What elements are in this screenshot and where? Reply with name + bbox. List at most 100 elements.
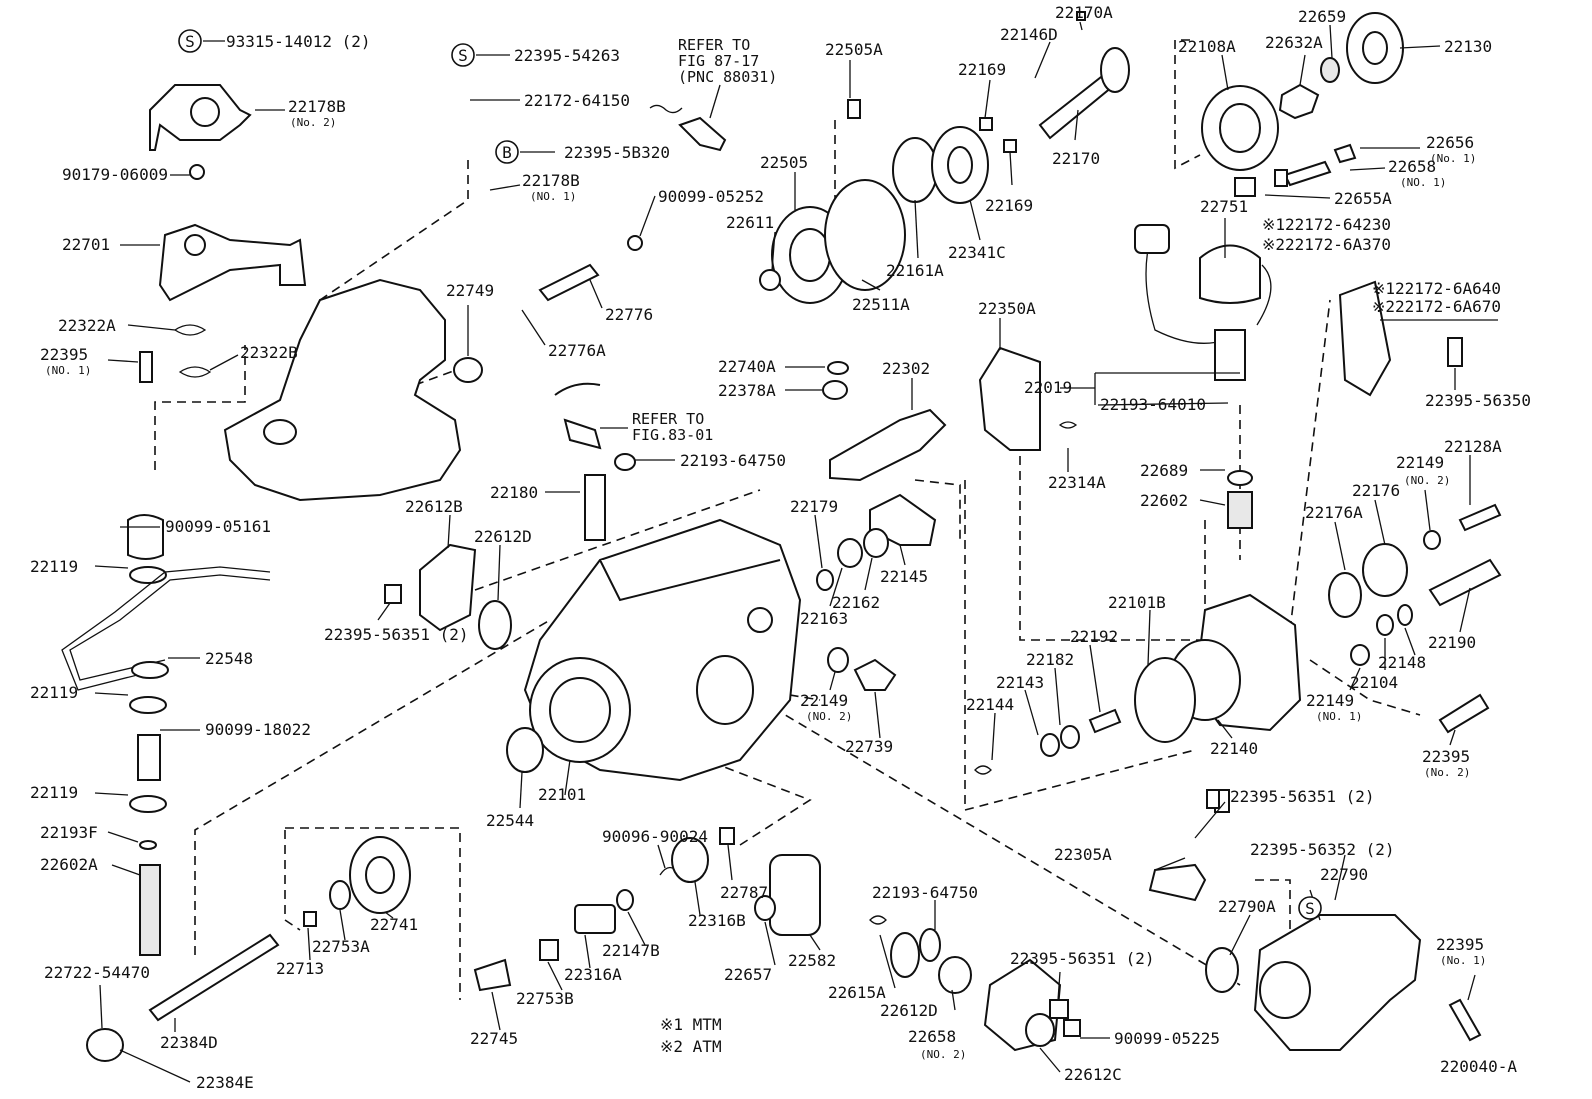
label-22611: 22611 <box>726 213 774 232</box>
label-22615a: 22615A <box>828 983 886 1002</box>
refer-fig-87-17-line1: REFER TO <box>678 36 750 54</box>
label-22395-56351-c: 22395-56351 (2) <box>1010 949 1155 968</box>
label-22544: 22544 <box>486 811 534 830</box>
label-22145: 22145 <box>880 567 928 586</box>
legend-note-1: ※1 MTM <box>660 1015 722 1034</box>
mark-s-3: S <box>1305 899 1315 918</box>
label-22745: 22745 <box>470 1029 518 1048</box>
label-22172-6a640: ※122172-6A640 <box>1372 279 1501 298</box>
legend-note-2: ※2 ATM <box>660 1037 722 1056</box>
label-22130: 22130 <box>1444 37 1492 56</box>
label-22395-no1-a-sub: (NO. 1) <box>45 364 91 377</box>
label-22193f: 22193F <box>40 823 98 842</box>
label-22505: 22505 <box>760 153 808 172</box>
label-22179: 22179 <box>790 497 838 516</box>
label-22602: 22602 <box>1140 491 1188 510</box>
label-22149-no1: 22149 <box>1306 691 1354 710</box>
refer-fig-83-01-line2: FIG.83-01 <box>632 426 713 444</box>
label-22612b: 22612B <box>405 497 463 516</box>
circle-markers: S S B S <box>178 29 1322 920</box>
label-22776a: 22776A <box>548 341 606 360</box>
refer-fig-87-17-line3: (PNC 88031) <box>678 68 777 86</box>
label-22790: 22790 <box>1320 865 1368 884</box>
label-90179-06009: 90179-06009 <box>62 165 168 184</box>
label-22128a: 22128A <box>1444 437 1502 456</box>
figure-code: 220040-A <box>1440 1057 1517 1076</box>
label-22713: 22713 <box>276 959 324 978</box>
label-22741: 22741 <box>370 915 418 934</box>
label-22178b-no1: 22178B <box>522 171 580 190</box>
leader-lines <box>94 21 1498 1083</box>
label-22659: 22659 <box>1298 7 1346 26</box>
label-22170a: 22170A <box>1055 3 1113 22</box>
label-22146d: 22146D <box>1000 25 1058 44</box>
label-22612c: 22612C <box>1064 1065 1122 1084</box>
label-22144: 22144 <box>966 695 1014 714</box>
label-22612d: 22612D <box>474 527 532 546</box>
label-22505a: 22505A <box>825 40 883 59</box>
label-22384d: 22384D <box>160 1033 218 1052</box>
label-22147b: 22147B <box>602 941 660 960</box>
label-90099-05225: 90099-05225 <box>1114 1029 1220 1048</box>
label-22193-64010: 22193-64010 <box>1100 395 1206 414</box>
label-22548: 22548 <box>205 649 253 668</box>
label-22751: 22751 <box>1200 197 1248 216</box>
label-22395-54263: 22395-54263 <box>514 46 620 65</box>
label-22178b-no1-sub: (NO. 1) <box>530 190 576 203</box>
label-90096-90024: 90096-90024 <box>602 827 708 846</box>
label-22119-c: 22119 <box>30 783 78 802</box>
label-22316a: 22316A <box>564 965 622 984</box>
label-22790a: 22790A <box>1218 897 1276 916</box>
label-22101b: 22101B <box>1108 593 1166 612</box>
label-22739: 22739 <box>845 737 893 756</box>
label-22172-64230: ※122172-64230 <box>1262 215 1391 234</box>
label-22656: 22656 <box>1426 133 1474 152</box>
label-22149-no2-a-sub: (NO. 2) <box>1404 474 1450 487</box>
label-22302: 22302 <box>882 359 930 378</box>
label-22632a: 22632A <box>1265 33 1323 52</box>
label-22511a: 22511A <box>852 295 910 314</box>
label-90099-05252: 90099-05252 <box>658 187 764 206</box>
label-22192: 22192 <box>1070 627 1118 646</box>
label-22161a: 22161A <box>886 261 944 280</box>
label-22119-b: 22119 <box>30 683 78 702</box>
mark-b: B <box>502 143 512 162</box>
label-22182: 22182 <box>1026 650 1074 669</box>
label-22582: 22582 <box>788 951 836 970</box>
label-22314a: 22314A <box>1048 473 1106 492</box>
mark-s-1: S <box>185 32 195 51</box>
label-22108a: 22108A <box>1178 37 1236 56</box>
label-22148: 22148 <box>1378 653 1426 672</box>
label-22753b: 22753B <box>516 989 574 1008</box>
label-90099-05161: 90099-05161 <box>165 517 271 536</box>
label-93315-14012: 93315-14012 (2) <box>226 32 371 51</box>
label-22149-no2-b: 22149 <box>800 691 848 710</box>
label-22193-64750-b: 22193-64750 <box>872 883 978 902</box>
label-22378a: 22378A <box>718 381 776 400</box>
label-22395-56352: 22395-56352 (2) <box>1250 840 1395 859</box>
label-22172-6a670: ※222172-6A670 <box>1372 297 1501 316</box>
label-22749: 22749 <box>446 281 494 300</box>
label-22305a: 22305A <box>1054 845 1112 864</box>
part-labels: 93315-14012 (2) 22178B (No. 2) 90179-060… <box>30 3 1531 1092</box>
label-22190: 22190 <box>1428 633 1476 652</box>
label-22172-64150: 22172-64150 <box>524 91 630 110</box>
label-22322a: 22322A <box>58 316 116 335</box>
label-22753a: 22753A <box>312 937 370 956</box>
label-22395-no1-a: 22395 <box>40 345 88 364</box>
label-22101: 22101 <box>538 785 586 804</box>
label-22162: 22162 <box>832 593 880 612</box>
label-22316b: 22316B <box>688 911 746 930</box>
label-22163: 22163 <box>800 609 848 628</box>
label-22655a: 22655A <box>1334 189 1392 208</box>
label-22395-no1-b: 22395 <box>1436 935 1484 954</box>
label-22602a: 22602A <box>40 855 98 874</box>
label-22180: 22180 <box>490 483 538 502</box>
label-22612d-b: 22612D <box>880 1001 938 1020</box>
label-22689: 22689 <box>1140 461 1188 480</box>
label-22722-54470: 22722-54470 <box>44 963 150 982</box>
label-22384e: 22384E <box>196 1073 254 1092</box>
label-22658-no2-sub: (NO. 2) <box>920 1048 966 1061</box>
label-22322b: 22322B <box>240 343 298 362</box>
refer-fig-87-17-line2: FIG 87-17 <box>678 52 759 70</box>
